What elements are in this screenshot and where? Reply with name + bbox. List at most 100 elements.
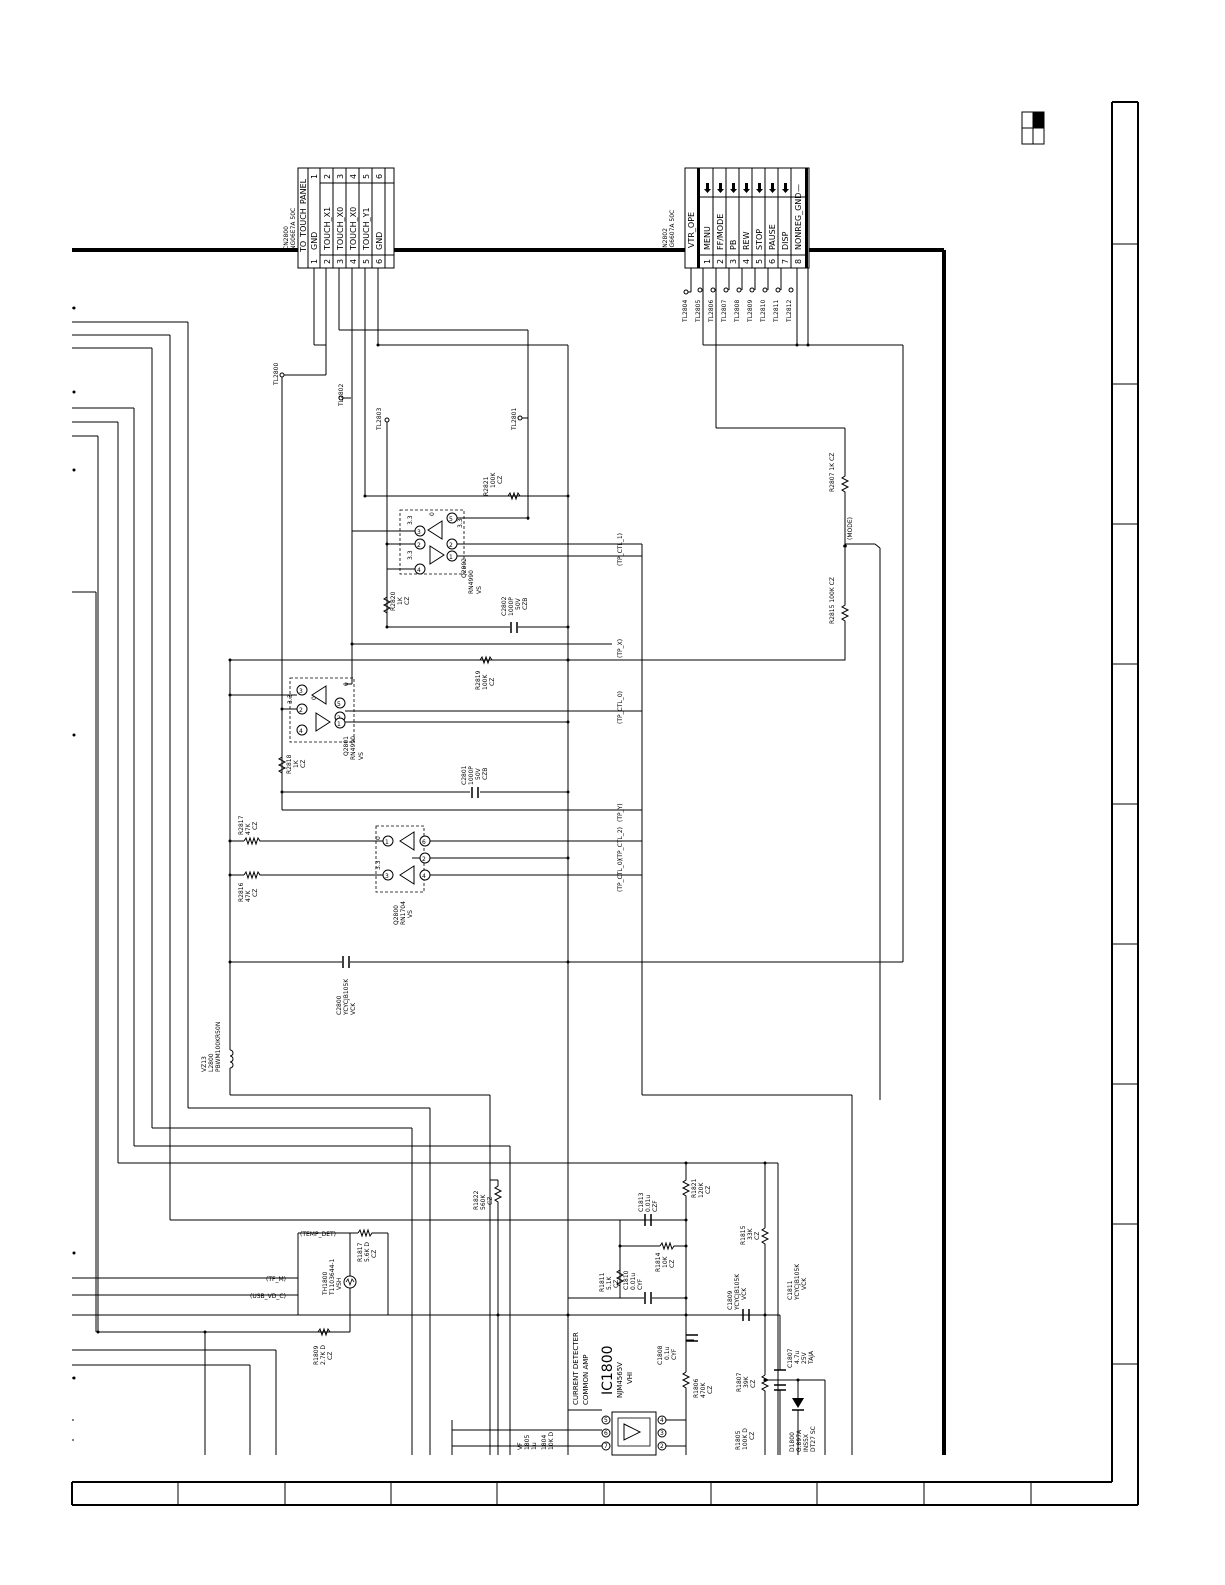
tp-label: TL2812 <box>786 300 793 323</box>
q2802-block: 5 1 2 3 2 4 3.3 3.3 0 3.3 Q2802 RN4990 V… <box>399 509 483 594</box>
tp-label: TL2805 <box>695 300 702 323</box>
svg-text:1: 1 <box>337 721 341 728</box>
r2817-ref: R2817 <box>238 815 245 835</box>
r1815-val: 33K <box>747 1227 754 1240</box>
r2820-val: 1K <box>397 596 404 605</box>
c1813-val: 0.01u <box>645 1195 652 1212</box>
cn2800-pin-signal: TOUCH_X0 <box>336 207 345 251</box>
q2801-ref: Q2801 <box>343 736 350 756</box>
c2801-v: 50V <box>475 767 482 780</box>
bottom-left-labels: VF 1805 1u 1804 10K D <box>517 1432 555 1450</box>
left-junction-dots <box>72 306 76 1380</box>
thermistor-symbol <box>343 1275 357 1289</box>
q2801-pkg: VS <box>358 752 365 760</box>
net-label-mode: (MODE) <box>847 517 854 540</box>
svg-text:2: 2 <box>299 707 303 714</box>
l2800-ref: VZ13 <box>201 1056 208 1072</box>
d1800-ref: D1800 <box>789 1432 796 1452</box>
q2800-ref: Q2800 <box>393 905 400 925</box>
tp-label: TL2806 <box>708 300 715 323</box>
cn2802-pin-signal: REW <box>742 231 751 250</box>
c1808-type: CYF <box>671 1348 678 1360</box>
r1822-val: 560K <box>480 1194 487 1210</box>
cn2802-pin-signal: PB <box>729 240 738 250</box>
c1810-ref: C1810 <box>623 1270 630 1290</box>
svg-text:2: 2 <box>417 542 421 549</box>
cn2802-last-mark: — <box>794 184 803 192</box>
test-points-cn2802: TL2804 TL2805 TL2806 TL2807 TL2808 TL280… <box>682 287 810 347</box>
r1806-tol: CZ <box>707 1386 714 1394</box>
supply-label: 0 <box>375 836 382 840</box>
main-bus <box>72 248 946 1455</box>
ic-pin: 7 <box>604 1443 608 1450</box>
cn2802-pin-number: 2 <box>716 259 725 264</box>
r1822-tol: CZ <box>487 1197 494 1205</box>
temp-det-wires <box>290 1228 389 1337</box>
cn2800-pin-number: 6 <box>375 259 384 264</box>
r1811-tol: CZ <box>613 1280 620 1288</box>
r2820-ref: R2820 <box>390 591 397 611</box>
tp-label: TL2801 <box>511 408 518 431</box>
r2818-tol: CZ <box>300 760 307 768</box>
left-signal-lines <box>72 307 780 1455</box>
svg-text:4: 4 <box>417 567 421 574</box>
sheet-index-icon <box>1021 111 1045 145</box>
c1811-ref: C1811 <box>787 1280 794 1300</box>
c2801-symbol <box>471 787 479 798</box>
cn2800-title: TO_TOUCH_PANEL <box>299 178 308 253</box>
tp-label: TL2808 <box>734 300 741 323</box>
r1807-ref: R1807 <box>736 1372 743 1392</box>
c1813-ref: C1813 <box>638 1192 645 1212</box>
cn2802-pin-number: 5 <box>755 259 764 264</box>
r1809-tol: CZ <box>327 1352 334 1360</box>
cn2802-pin-number: 6 <box>768 259 777 264</box>
r1814-ref: R1814 <box>655 1252 662 1272</box>
r1814-tol: CZ <box>669 1260 676 1268</box>
r2821-ref: R2821 <box>483 476 490 496</box>
svg-text:4: 4 <box>422 873 426 880</box>
q2802-labels: R2821 100K CZ R2820 1K CZ C2802 1000P 50… <box>390 472 529 616</box>
ic-pin: 2 <box>660 1443 664 1450</box>
c1807-val: 4.7u <box>794 1350 801 1364</box>
svg-text:3: 3 <box>299 688 303 695</box>
c1809-val: YCYCJB105K <box>734 1273 741 1311</box>
r1809-val: 2.7K D <box>320 1345 327 1365</box>
lower-caps <box>644 1214 804 1411</box>
cn2800-pin-number: 3 <box>336 259 345 264</box>
bottom-label-1805: 1805 <box>524 1435 531 1450</box>
c2800-val: YCYCJB105K <box>343 978 350 1016</box>
ic1800-desc-2: COMMON AMP <box>582 1355 590 1406</box>
r2819-tol: CZ <box>489 678 496 686</box>
net-label-tp-ctl-0: (TP_CTL_0) <box>617 691 624 724</box>
cn2800-right-pin: 1 <box>310 174 319 179</box>
net-label-tf-m: (TF_M) <box>266 1276 286 1283</box>
r1815-ref: R1815 <box>740 1225 747 1245</box>
c1810-val: 0.01u <box>630 1273 637 1290</box>
cn2800-pin-signal: TOUCH_X1 <box>323 207 332 251</box>
svg-text:3: 3 <box>417 529 421 536</box>
cn2800-pin-number: 4 <box>349 259 358 264</box>
r2816-tol: CZ <box>252 889 259 897</box>
cn2802-pin-number: 4 <box>742 259 751 264</box>
c1811-val: YCYCJB105K <box>794 1263 801 1301</box>
tp-label: TL2809 <box>747 300 754 323</box>
cn2802-pin-number: 7 <box>781 259 790 264</box>
r1805-val: 100K D <box>742 1428 749 1450</box>
c1810-type: CYF <box>637 1278 644 1290</box>
r1809-ref: R1809 <box>313 1345 320 1365</box>
connector-cn2800: CN2800 NG06E7A 50C TO_TOUCH_PANEL 1 GND … <box>283 167 395 269</box>
r2820-tol: CZ <box>404 597 411 605</box>
supply-label: 3.3 <box>457 518 464 528</box>
q2800-wires <box>230 836 642 880</box>
r1807-val: 39K <box>743 1375 750 1388</box>
ic-pin: 3 <box>660 1430 664 1437</box>
q2800-part: RN1704 <box>400 901 407 925</box>
cn2800-right-pin: 4 <box>349 174 358 179</box>
q2800-block: 1 3 6 2 4 0 3.3 Q2800 RN1704 VS <box>375 825 431 925</box>
cn2800-part: NG06E7A 50C <box>290 208 297 250</box>
cn2800-pin-signal: TOUCH_X0 <box>349 207 358 251</box>
cn2802-pin-number: 8 <box>794 259 803 264</box>
d1800-l2: INS5X <box>803 1434 810 1452</box>
cn2800-pin-signal: GND <box>310 232 319 250</box>
r1807-tol: CZ <box>750 1380 757 1388</box>
